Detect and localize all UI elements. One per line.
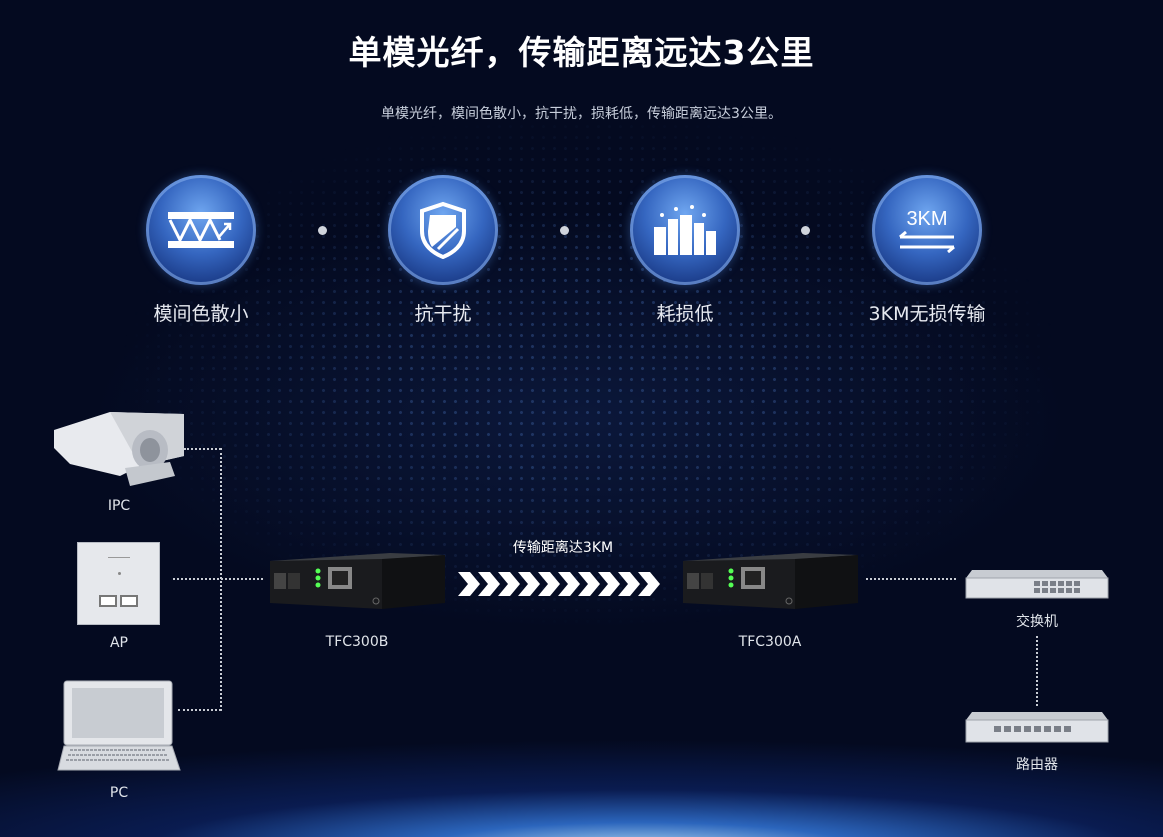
device-label: AP <box>109 635 129 651</box>
device-label: PC <box>109 785 129 801</box>
link-line <box>173 578 263 580</box>
feature-low-loss: 耗损低 <box>605 175 765 326</box>
link-line <box>178 709 221 711</box>
pc-laptop-icon <box>57 680 181 771</box>
page-subtitle: 单模光纤，模间色散小，抗干扰，损耗低，传输距离远达3公里。 <box>381 106 782 122</box>
link-line <box>866 578 956 580</box>
feature-interference: 抗干扰 <box>363 175 523 326</box>
switch-icon <box>965 570 1109 599</box>
shield-icon <box>388 175 498 285</box>
ipc-camera-icon <box>54 412 184 486</box>
converter-tfc300a-icon <box>683 553 858 609</box>
feature-dispersion: 模间色散小 <box>121 175 281 326</box>
truss-icon <box>146 175 256 285</box>
device-label: 交换机 <box>1016 614 1058 630</box>
chevron-arrows-icon <box>458 572 660 596</box>
feature-3km: 3KM 3KM无损传输 <box>847 175 1007 326</box>
bars-icon <box>630 175 740 285</box>
separator-dot <box>560 226 569 235</box>
feature-label: 耗损低 <box>656 303 714 325</box>
device-label: IPC <box>107 498 131 514</box>
converter-tfc300b-icon <box>270 553 445 609</box>
link-line <box>184 448 221 450</box>
feature-label: 3KM无损传输 <box>868 303 986 325</box>
separator-dot <box>801 226 810 235</box>
3km-arrows-icon: 3KM <box>872 175 982 285</box>
link-label: 传输距离达3KM <box>512 540 614 556</box>
icon-text: 3KM <box>906 207 948 230</box>
feature-label: 抗干扰 <box>414 303 472 325</box>
converter-label: TFC300B <box>325 634 389 650</box>
ap-device-icon <box>77 542 160 625</box>
device-label: 路由器 <box>1016 757 1058 773</box>
link-line <box>1036 636 1038 706</box>
separator-dot <box>318 226 327 235</box>
page-title: 单模光纤，传输距离远达3公里 <box>348 33 815 72</box>
router-icon <box>965 712 1109 743</box>
converter-label: TFC300A <box>738 634 802 650</box>
feature-label: 模间色散小 <box>153 303 249 325</box>
